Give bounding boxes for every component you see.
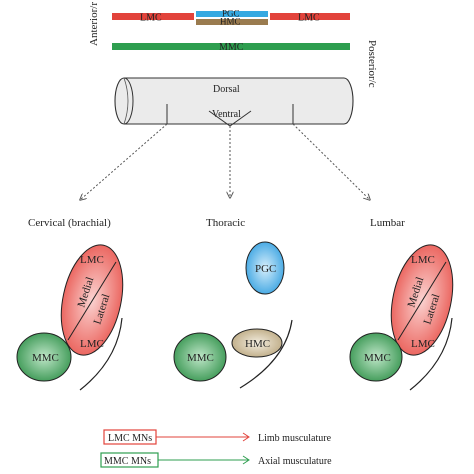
pgc-bar — [196, 11, 268, 17]
lumbar-panel — [349, 244, 454, 391]
lumbar-lmc-bottom-label: LMC — [411, 338, 435, 350]
lumbar-lmc-top-label: LMC — [411, 254, 435, 266]
cervical-lmc-pool — [60, 244, 124, 356]
ventral-label: Ventral — [212, 109, 241, 120]
region-connectors — [80, 123, 370, 200]
cervical-lmc-bottom-label: LMC — [80, 338, 104, 350]
legend-mmc-label: MMC MNs — [104, 456, 151, 467]
hmc-bar-label: HMC — [220, 17, 241, 27]
thoracic-hmc-label: HMC — [245, 338, 270, 350]
lmc-bar-anterior-label: LMC — [140, 13, 162, 24]
lmc-bar-anterior — [112, 13, 194, 20]
lmc-bar-posterior-label: LMC — [298, 13, 320, 24]
posterior-label: Posterior/c — [366, 40, 378, 88]
cervical-mmc-pool — [16, 332, 72, 382]
mmc-bar-label: MMC — [219, 42, 244, 53]
pgc-bar-label: PGC — [222, 9, 240, 19]
lumbar-mmc-label: MMC — [364, 352, 391, 364]
legend-limb-label: Limb musculature — [258, 433, 332, 444]
cervical-label: Cervical (brachial) — [28, 217, 111, 229]
lumbar-label: Lumbar — [370, 217, 405, 229]
anterior-label: Anterior/r — [88, 2, 100, 46]
thoracic-pgc-label: PGC — [255, 263, 276, 275]
mmc-bar — [112, 43, 350, 50]
hmc-bar — [196, 19, 268, 25]
thoracic-mmc-pool — [173, 332, 227, 382]
thoracic-panel — [173, 241, 293, 389]
legend-axial-label: Axial musculature — [258, 456, 332, 467]
thoracic-pgc-pool — [245, 241, 285, 295]
cervical-lmc-top-label: LMC — [80, 254, 104, 266]
dorsal-label: Dorsal — [213, 84, 240, 95]
cervical-panel — [16, 244, 124, 391]
lumbar-lmc-pool — [390, 244, 454, 356]
thoracic-mmc-label: MMC — [187, 352, 214, 364]
lmc-bar-posterior — [270, 13, 350, 20]
thoracic-label: Thoracic — [206, 217, 245, 229]
spinal-cord-tube — [114, 77, 354, 127]
legend-lmc-label: LMC MNs — [108, 433, 152, 444]
legend: LMC MNs Limb musculature MMC MNs Axial m… — [100, 429, 332, 468]
cervical-mmc-label: MMC — [32, 352, 59, 364]
lumbar-mmc-pool — [349, 332, 403, 382]
thoracic-hmc-pool — [231, 328, 283, 358]
